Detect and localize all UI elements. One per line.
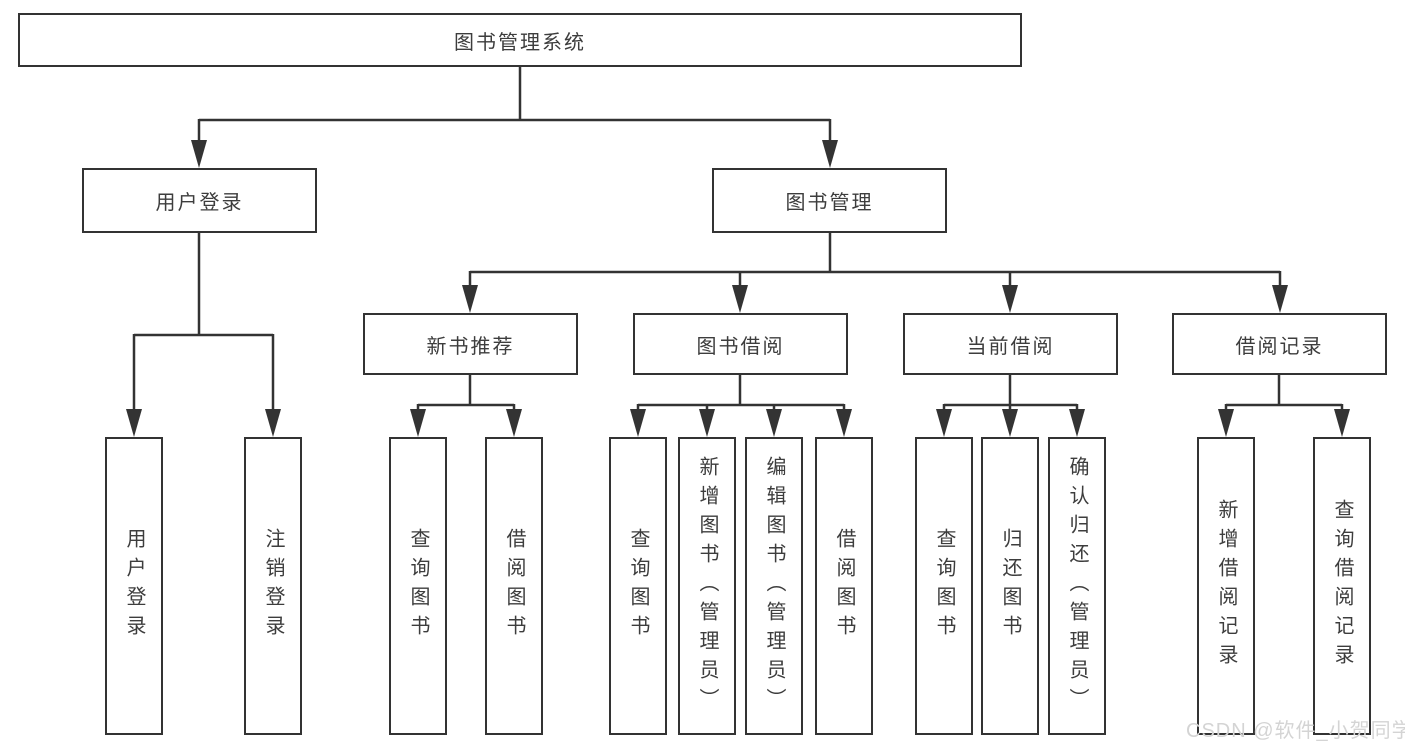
- node-new-book-recommend: 新书推荐: [363, 313, 578, 375]
- leaf-user-login: 用户登录: [105, 437, 163, 735]
- node-borrow-records: 借阅记录: [1172, 313, 1387, 375]
- node-label: 新书推荐: [426, 335, 515, 358]
- leaf-bb-query-books: 查询图书: [609, 437, 667, 735]
- node-label: 当前借阅: [966, 335, 1055, 358]
- node-label: 查询图书: [627, 528, 649, 644]
- node-label: 借阅图书: [833, 528, 855, 644]
- node-label: 借阅记录: [1235, 335, 1324, 358]
- node-label: 确认归还（管理员）: [1066, 455, 1088, 717]
- node-label: 新增图书（管理员）: [696, 455, 718, 717]
- node-label: 查询借阅记录: [1331, 499, 1353, 673]
- node-current-borrow: 当前借阅: [903, 313, 1118, 375]
- node-label: 图书管理: [785, 192, 874, 214]
- node-label: 新增借阅记录: [1215, 499, 1237, 673]
- node-user-login: 用户登录: [82, 168, 317, 233]
- leaf-bb-borrow-books: 借阅图书: [815, 437, 873, 735]
- node-label: 查询图书: [933, 528, 955, 644]
- leaf-bb-add-book-admin: 新增图书（管理员）: [678, 437, 736, 735]
- leaf-logout: 注销登录: [244, 437, 302, 735]
- node-label: 图书借阅: [696, 335, 785, 358]
- leaf-cb-query-books: 查询图书: [915, 437, 973, 735]
- node-root: 图书管理系统: [18, 13, 1022, 67]
- leaf-br-query-record: 查询借阅记录: [1313, 437, 1371, 735]
- node-book-management: 图书管理: [712, 168, 947, 233]
- watermark: CSDN @软件_小贺同学: [1186, 720, 1405, 742]
- node-label: 图书管理系统: [454, 31, 586, 54]
- leaf-br-add-record: 新增借阅记录: [1197, 437, 1255, 735]
- node-label: 用户登录: [123, 528, 145, 644]
- node-label: 归还图书: [999, 528, 1021, 644]
- node-label: 注销登录: [262, 528, 284, 644]
- node-book-borrow: 图书借阅: [633, 313, 848, 375]
- leaf-cb-confirm-return-admin: 确认归还（管理员）: [1048, 437, 1106, 735]
- leaf-nbr-query-books: 查询图书: [389, 437, 447, 735]
- node-label: 借阅图书: [503, 528, 525, 644]
- leaf-nbr-borrow-books: 借阅图书: [485, 437, 543, 735]
- leaf-cb-return-books: 归还图书: [981, 437, 1039, 735]
- node-label: 查询图书: [407, 528, 429, 644]
- leaf-bb-edit-book-admin: 编辑图书（管理员）: [745, 437, 803, 735]
- node-label: 用户登录: [155, 192, 244, 214]
- node-label: 编辑图书（管理员）: [763, 455, 785, 717]
